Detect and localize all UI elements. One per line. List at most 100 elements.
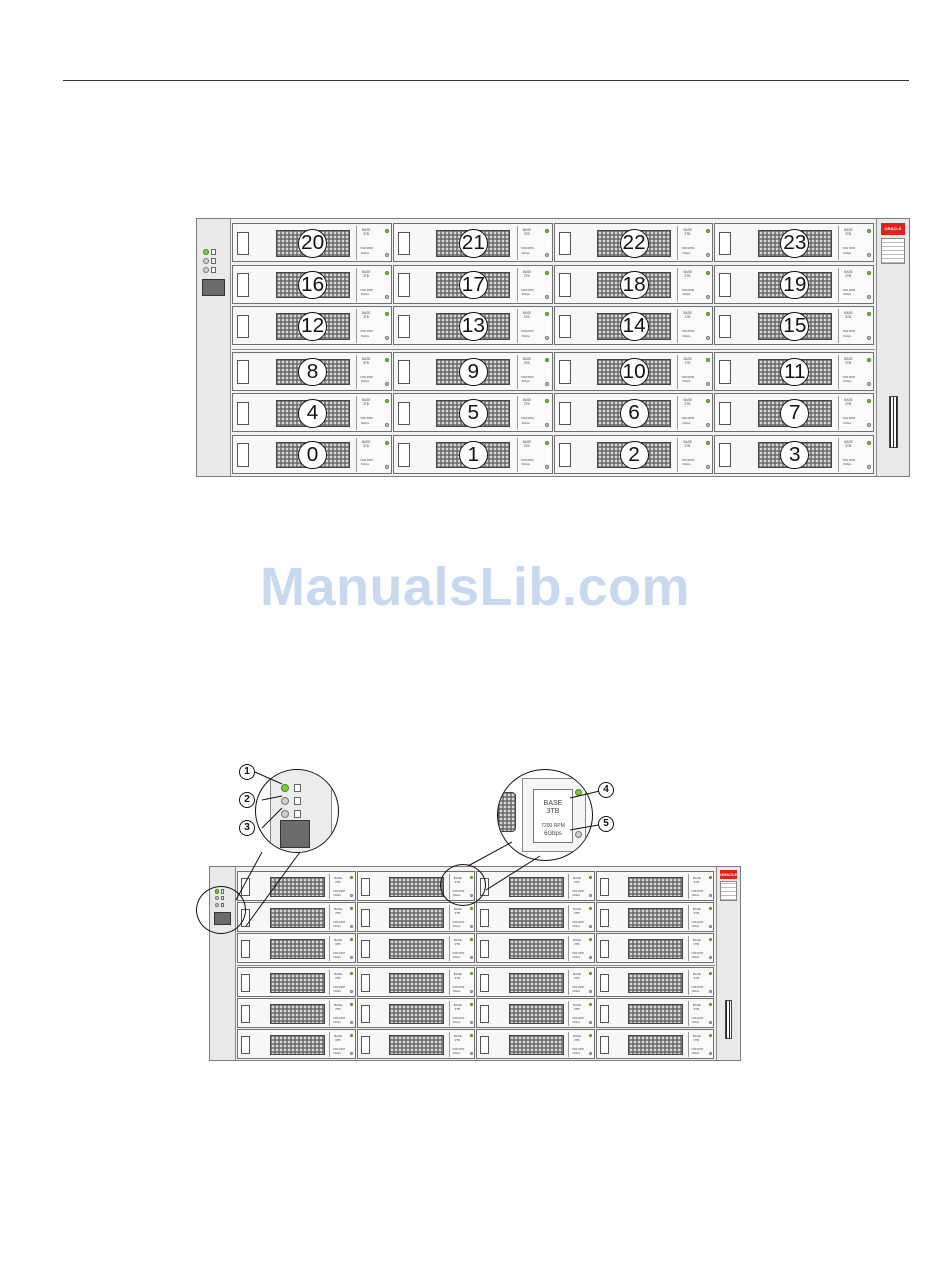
f2-drive-speed-text: 6Gbps [572,1052,580,1056]
f2-drive-fault-led [708,990,712,994]
f1-drive-speed-text: 6Gbps [360,463,369,467]
f1-drive-speed-text: 6Gbps [360,293,369,297]
f1-drive-model-text: BASE [361,356,371,361]
f1-drive-fault-led [706,423,711,427]
f1-drive-ok-led [545,312,550,316]
f2-drive-model-text: BASE [453,906,462,911]
f1-drive-ok-led [706,270,711,275]
f1-drive-size-text: 3TB [845,232,852,237]
f2-drive-vent [269,972,325,993]
f2-drive-size-text: 3TB [693,910,699,915]
f2-drive-model-text: BASE [573,971,582,976]
f2-drive-rpm-text: 7200 RPM [691,890,704,894]
f1-drive-rpm-text: 7200 RPM [681,417,695,421]
f1-bay-number: 6 [619,399,649,428]
f1-drive-ok-led [545,440,550,445]
f2-drive-size-text: 3TB [693,975,699,980]
f1-drive-ok-led [384,440,389,445]
f1-drive-rpm-text: 7200 RPM [520,458,534,462]
f1-drive-rpm-text: 7200 RPM [520,417,534,421]
f2-drive-ok-led [350,1034,354,1038]
f2-drive-model-text: BASE [453,937,462,942]
zoom-power-led [281,784,289,792]
f2-info-panel [720,881,738,902]
f1-drive-speed-text: 6Gbps [360,421,369,425]
f1-drive-ok-led [866,270,871,275]
f2-drive-vent [389,876,445,897]
zoom-power-symbol [294,784,301,792]
f2-serial-barcode [725,999,733,1040]
f2-drive-rpm-text: 7200 RPM [332,986,345,990]
f2-drive-rpm-text: 7200 RPM [452,1048,465,1052]
f1-drive-fault-led [706,336,711,340]
f2-drive-vent [508,907,564,928]
f1-drive-rpm-text: 7200 RPM [842,247,856,251]
f1-drive-model-text: BASE [361,269,371,274]
f1-drive-fault-led [866,381,871,386]
f2-drive-ok-led [350,972,354,976]
f1-drive-fault-led [545,253,550,257]
f1-drive-rpm-text: 7200 RPM [681,458,695,462]
f2-drive-model-text: BASE [573,1033,582,1038]
zoom-front-panel [255,769,339,853]
f1-drive-size-text: 3TB [684,443,691,448]
f1-drive-rpm-text: 7200 RPM [842,417,856,421]
f1-bay-number: 9 [458,357,488,387]
f2-drive-model-text: BASE [692,875,701,880]
f2-drive-model-text: BASE [573,875,582,880]
f1-bay-number: 16 [298,270,327,300]
f2-drive-model-text: BASE [334,971,343,976]
f1-drive-speed-text: 6Gbps [682,334,691,338]
f2-drive-handle [480,1004,490,1023]
f2-drive-vent [269,1034,325,1055]
f2-drive-handle [241,1035,251,1054]
f1-drive-model-text: BASE [844,439,853,444]
f2-drive-speed-text: 6Gbps [572,990,580,994]
f2-drive-fault-led [589,894,593,898]
f1-drive-speed-text: 6Gbps [682,380,691,384]
f2-drive-speed-text: 6Gbps [452,1021,461,1025]
f2-drive-size-text: 3TB [573,879,580,884]
f2-drive-ok-led [469,1034,473,1038]
f2-drive-fault-led [469,956,473,960]
f2-drive-model-text: BASE [334,875,343,880]
f1-drive-ok-led [866,229,871,233]
f2-drive-fault-led [350,1052,354,1056]
f1-drive-fault-led [706,253,711,257]
f1-drive-speed-text: 6Gbps [521,463,530,467]
f1-drive-speed-text: 6Gbps [682,293,691,297]
f1-bay-number: 15 [780,312,810,341]
zoom-drive-vent [498,792,516,832]
f2-drive-model-text: BASE [453,1033,462,1038]
f2-drive-handle [360,939,370,958]
f1-drive-size-text: 3TB [362,232,369,237]
f2-drive-vent [389,1003,445,1024]
f2-drive-rpm-text: 7200 RPM [452,952,465,956]
f2-drive-ok-led [589,972,593,976]
f1-drive-model-text: BASE [361,311,371,315]
f2-drive-model-text: BASE [573,906,582,911]
f2-drive-speed-text: 6Gbps [572,1021,580,1025]
